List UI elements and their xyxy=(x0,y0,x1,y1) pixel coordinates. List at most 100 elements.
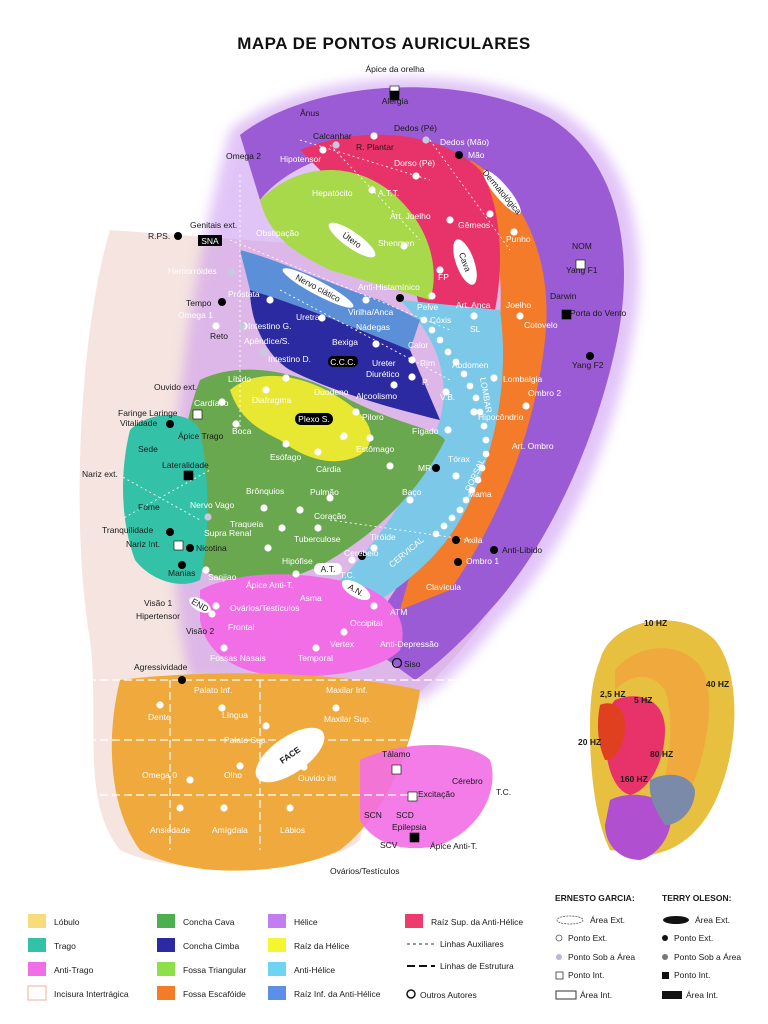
legend-oleson-title: TERRY OLESON: xyxy=(662,893,732,903)
spine-point xyxy=(456,506,464,514)
label-scv: SCV xyxy=(380,840,398,850)
ear-point xyxy=(406,496,414,504)
label-torax: Tórax xyxy=(448,454,470,464)
legend-swatch xyxy=(268,986,286,1000)
ear-point xyxy=(266,296,274,304)
ear-point xyxy=(208,610,216,618)
internal-point xyxy=(407,791,418,802)
legend-label: Concha Cimba xyxy=(183,941,239,951)
oleson-point xyxy=(455,151,463,159)
label-virilha: Virilha/Anca xyxy=(348,307,393,317)
label-dente: Dente xyxy=(148,712,171,722)
ear-point xyxy=(516,312,524,320)
label-cotovelo: Cotovelo xyxy=(524,320,558,330)
oleson-point xyxy=(432,464,440,472)
legend-aux-lines: Linhas Auxiliares xyxy=(440,939,504,949)
ear-point xyxy=(368,186,376,194)
label-dedos-pe: Dedos (Pé) xyxy=(394,123,437,133)
cava-area xyxy=(453,239,477,285)
ear-point xyxy=(372,340,380,348)
label-yang-f1: Yang F1 xyxy=(566,265,598,275)
legend-oleson-1: Área Ext. xyxy=(695,915,730,925)
label-supra-renal: Supra Renal xyxy=(204,528,251,538)
label-abdomen: Abdomen xyxy=(452,360,489,370)
label-nom: NOM xyxy=(572,241,592,251)
label-frontal: Frontal xyxy=(228,622,255,632)
label-anus: Ânus xyxy=(300,108,319,118)
label-art-joelho: Art. Joelho xyxy=(390,211,431,221)
ear-point xyxy=(428,292,436,300)
hz-80: 80 HZ xyxy=(650,749,673,759)
legend-swatch xyxy=(157,986,175,1000)
spine-point xyxy=(448,514,456,522)
label-diuretico: Diurético xyxy=(366,369,400,379)
ear-point xyxy=(366,434,374,442)
label-pulmao: Pulmão xyxy=(310,487,339,497)
label-fossas-nasais: Fossas Nasais xyxy=(210,653,266,663)
ear-point xyxy=(332,704,340,712)
ear-point xyxy=(386,462,394,470)
sub-area-point xyxy=(228,268,236,276)
oleson-point xyxy=(454,558,462,566)
spine-point xyxy=(420,316,428,324)
legend-label: Anti-Trago xyxy=(54,965,94,975)
ear-point xyxy=(490,374,498,382)
label-hipertensor: Hipertensor xyxy=(136,611,180,621)
label-labios: Lábios xyxy=(280,825,305,835)
label-pelve: Pelve xyxy=(417,302,439,312)
other-author-point xyxy=(391,657,403,669)
ear-point xyxy=(446,216,454,224)
label-boca: Boca xyxy=(232,426,252,436)
label-atm: ATM xyxy=(390,607,407,617)
dark-labels: Ápice da orelha Alergia Ânus Calcanhar D… xyxy=(82,64,627,876)
label-genitais: Genitais ext. xyxy=(190,220,237,230)
label-apice-orelha: Ápice da orelha xyxy=(365,64,424,74)
spine-point xyxy=(472,394,480,402)
label-piloro: Piloro xyxy=(362,412,384,422)
an-box xyxy=(341,579,371,601)
spine-point xyxy=(452,358,460,366)
label-amigdala: Amígdala xyxy=(212,825,248,835)
label-epilepsia: Epilepsia xyxy=(392,822,427,832)
frequency-inset: 10 HZ 40 HZ 2,5 HZ 5 HZ 20 HZ 80 HZ 160 … xyxy=(556,600,746,862)
label-agressividade: Agressividade xyxy=(134,662,188,672)
ear-point xyxy=(408,356,416,364)
label-ureter: Ureter xyxy=(372,358,396,368)
label-lingua: Língua xyxy=(222,710,248,720)
label-duodeno: Duodeno xyxy=(314,387,349,397)
oleson-point xyxy=(166,420,174,428)
ear-point xyxy=(176,804,184,812)
label-alergia: Alergia xyxy=(382,96,409,106)
ear-point xyxy=(156,701,164,709)
ear-point xyxy=(340,628,348,636)
spine-point xyxy=(462,496,470,504)
label-sna: SNA xyxy=(201,236,219,246)
label-dedos-mao: Dedos (Mão) xyxy=(440,137,489,147)
internal-point xyxy=(183,470,194,481)
legend-swatch xyxy=(157,962,175,976)
spine-point xyxy=(482,450,490,458)
label-lombalgia: Lombalgia xyxy=(503,374,542,384)
ear-point xyxy=(352,408,360,416)
label-talamo: Tálamo xyxy=(382,749,411,759)
label-ombro2: Ombro 2 xyxy=(528,388,561,398)
label-ovarios: Ovários/Testículos xyxy=(230,603,299,613)
label-calcanhar: Calcanhar xyxy=(313,131,352,141)
label-uretra: Uretra xyxy=(296,312,320,322)
label-intestino-g: Intestino G. xyxy=(248,321,291,331)
ear-point xyxy=(444,426,452,434)
label-ansiedade: Ansiedade xyxy=(150,825,190,835)
hz-40: 40 HZ xyxy=(706,679,729,689)
label-mama: Mama xyxy=(468,489,492,499)
ear-point xyxy=(370,602,378,610)
ear-point xyxy=(522,402,530,410)
label-faringe: Faringe Laringe xyxy=(118,408,178,418)
legend-structure-lines: Linhas de Estrutura xyxy=(440,961,514,971)
spine-point xyxy=(482,436,490,444)
legend-swatch xyxy=(268,962,286,976)
zone-trago xyxy=(123,415,208,584)
ear-point xyxy=(390,381,398,389)
ear-point xyxy=(362,296,370,304)
label-figado: Fígado xyxy=(412,426,439,436)
legend-garcia-1: Área Ext. xyxy=(590,915,625,925)
